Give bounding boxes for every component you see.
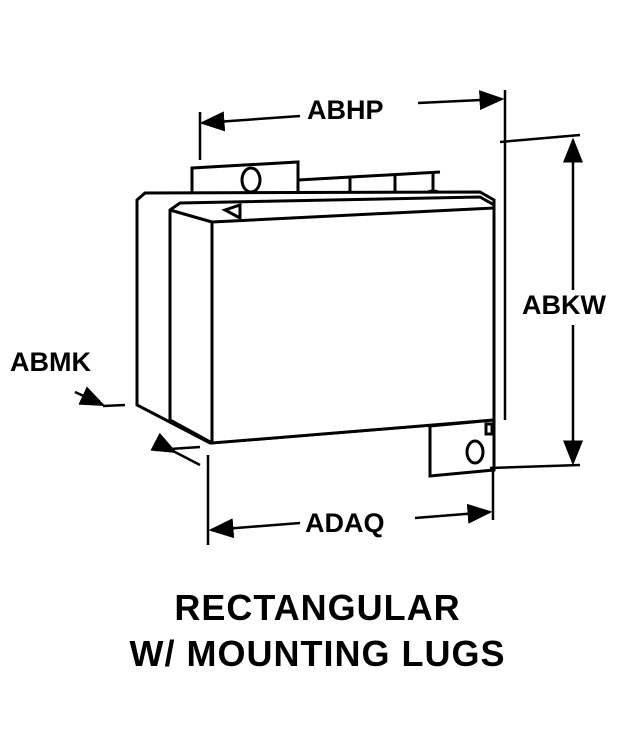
dim-label-abkw: ABKW <box>522 290 606 320</box>
body <box>135 190 496 445</box>
caption-line-1: RECTANGULAR <box>174 587 461 628</box>
caption-line-2: W/ MOUNTING LUGS <box>129 633 506 674</box>
dim-label-adaq: ADAQ <box>305 508 385 538</box>
bottom-lug <box>428 418 496 478</box>
dim-label-abmk: ABMK <box>10 347 91 377</box>
dim-label-abhp: ABHP <box>307 95 384 125</box>
dimension-lines <box>74 90 583 545</box>
